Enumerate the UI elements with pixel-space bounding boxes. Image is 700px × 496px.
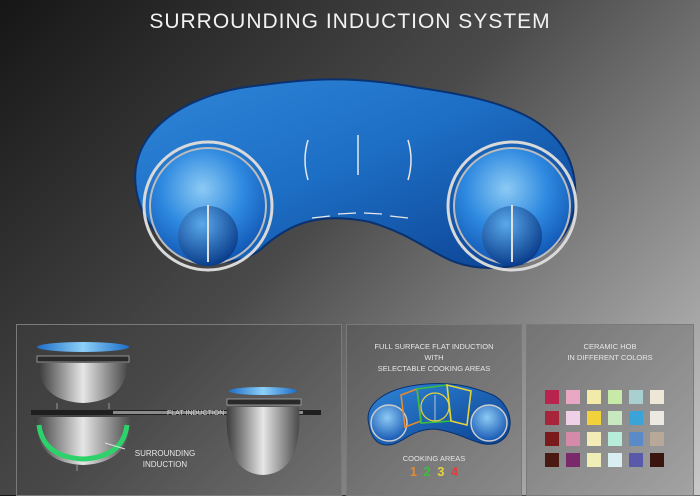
panel3-heading: CERAMIC HOB IN DIFFERENT COLORS [527,341,693,363]
color-swatch [650,432,664,446]
color-swatch [545,453,559,467]
cross-section-illustration [31,342,321,475]
color-swatch [608,453,622,467]
area-number-1: 1 [409,464,418,479]
left-burner [142,140,274,272]
color-swatch [650,411,664,425]
area-number-4: 4 [450,464,459,479]
panel-flat-induction: FULL SURFACE FLAT INDUCTION WITH SELECTA… [346,324,522,496]
panel-ceramic-hob-colors: CERAMIC HOB IN DIFFERENT COLORS [526,324,694,496]
color-swatch [587,453,601,467]
page-title: SURROUNDING INDUCTION SYSTEM [149,10,551,33]
color-swatch [629,411,643,425]
color-swatch [629,453,643,467]
control-dashes [311,212,409,219]
color-swatch [587,432,601,446]
surround-label-line2: INDUCTION [142,460,188,469]
panel2-heading-line2: WITH [424,353,444,362]
color-swatch [587,390,601,404]
color-swatch [650,453,664,467]
surround-label-line1: SURROUNDING [134,449,196,458]
surrounding-induction-label: SURROUNDING INDUCTION [115,448,215,470]
main-hob-illustration [134,78,578,272]
area-number-2: 2 [423,464,431,479]
right-burner [446,140,578,272]
control-mark-right [407,139,412,181]
area-number-3: 3 [437,464,445,479]
color-swatch [629,390,643,404]
color-swatch [608,432,622,446]
color-swatch [566,411,580,425]
color-swatch [629,432,643,446]
color-swatch [650,390,664,404]
color-swatch [545,432,559,446]
cooking-area-numbers: 1 2 3 4 [347,463,521,481]
cooking-areas-label: COOKING AREAS [402,454,466,463]
color-swatch [608,390,622,404]
panel2-heading: FULL SURFACE FLAT INDUCTION WITH SELECTA… [347,341,521,374]
panel-surrounding-induction: FLAT INDUCTION SURROUNDING INDUCTION [16,324,342,496]
control-mark-left [304,139,309,181]
color-swatch [587,411,601,425]
color-swatch [566,453,580,467]
color-swatch [566,390,580,404]
panel3-heading-line2: IN DIFFERENT COLORS [567,353,653,362]
mini-hob-illustration [367,382,511,446]
color-swatch [545,411,559,425]
color-swatch [608,411,622,425]
panel2-heading-line1: FULL SURFACE FLAT INDUCTION [374,342,494,351]
color-swatch-grid [545,390,664,467]
flat-induction-label: FLAT INDUCTION [167,410,225,417]
panel2-heading-line3: SELECTABLE COOKING AREAS [377,364,491,373]
panel3-heading-line1: CERAMIC HOB [583,342,637,351]
color-swatch [545,390,559,404]
color-swatch [566,432,580,446]
